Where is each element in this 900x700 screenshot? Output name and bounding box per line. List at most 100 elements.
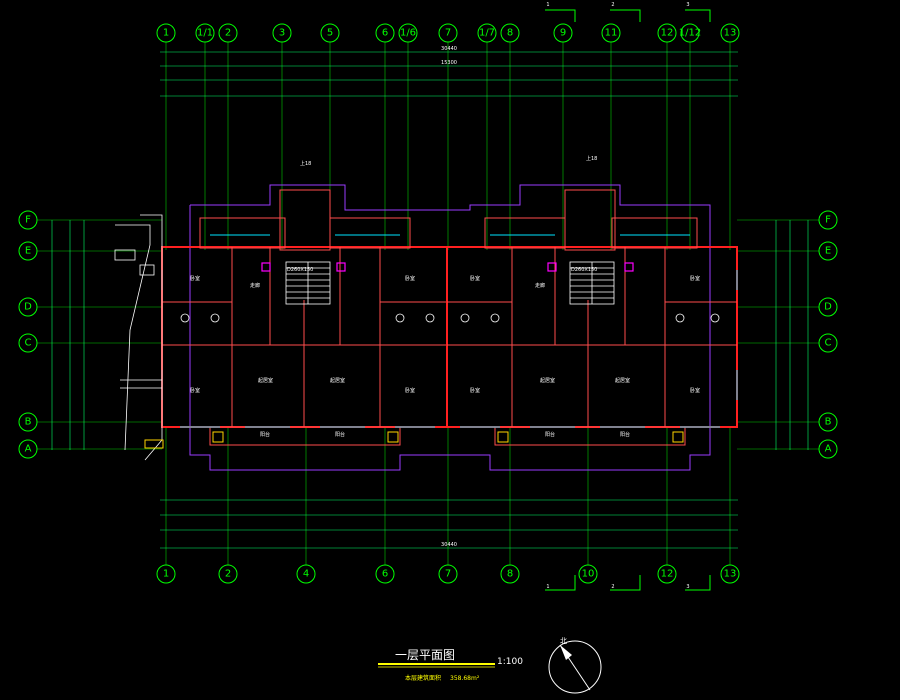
- svg-text:1/12: 1/12: [679, 28, 701, 39]
- stair-left-size: D260X150: [287, 267, 313, 273]
- axis-bubble-top: 1/6: [398, 23, 418, 43]
- svg-text:1: 1: [163, 28, 169, 39]
- axis-bubble-bottom: 1: [156, 564, 176, 584]
- room-label: 走廊: [535, 282, 545, 289]
- axis-bubble-left: E: [18, 241, 38, 261]
- svg-text:1/6: 1/6: [400, 28, 416, 39]
- svg-text:1: 1: [163, 569, 169, 580]
- drawing-title: 一层平面图: [395, 648, 455, 662]
- horizontal-grid-lines: [37, 219, 819, 450]
- bottom-dimensions: 30440: [160, 499, 738, 549]
- stair-right-label: 上18: [586, 155, 597, 162]
- svg-text:E: E: [825, 246, 831, 257]
- axis-bubble-bottom: 10: [578, 564, 598, 584]
- svg-text:2: 2: [225, 569, 231, 580]
- section-mark-3: 3: [686, 2, 689, 8]
- axis-bubble-right: B: [818, 412, 838, 432]
- axis-bubble-top: 2: [218, 23, 238, 43]
- axis-bubble-right: C: [818, 333, 838, 353]
- axis-bubble-left: C: [18, 333, 38, 353]
- outer-boundary: [189, 184, 711, 471]
- walls-right-building: [446, 189, 738, 446]
- svg-text:3: 3: [279, 28, 285, 39]
- axis-bubble-bottom: 2: [218, 564, 238, 584]
- drawing-title-block: 一层平面图 1:100 本层建筑面积 358.68m²: [378, 648, 523, 682]
- section-mark-1-bottom: 1: [546, 584, 549, 590]
- room-label: 卧室: [405, 275, 415, 282]
- axis-bubble-top: 5: [320, 23, 340, 43]
- room-label: 起居室: [330, 377, 345, 384]
- top-dimensions: 30440 15300: [160, 46, 738, 97]
- fixtures: [180, 262, 720, 443]
- room-label: 卧室: [190, 275, 200, 282]
- svg-text:F: F: [825, 215, 831, 226]
- axis-bubble-left: F: [18, 210, 38, 230]
- top-mid-dim: 15300: [441, 60, 457, 66]
- svg-text:D: D: [824, 302, 832, 313]
- room-label: 阳台: [620, 431, 630, 438]
- room-label: 卧室: [470, 275, 480, 282]
- axis-bubble-top: 1/1: [195, 23, 215, 43]
- axis-bubble-bottom: 13: [720, 564, 740, 584]
- axis-bubble-left: D: [18, 297, 38, 317]
- svg-text:11: 11: [605, 28, 618, 39]
- svg-text:C: C: [25, 338, 32, 349]
- svg-text:5: 5: [327, 28, 333, 39]
- svg-text:12: 12: [661, 569, 674, 580]
- axis-bubble-top: 1: [156, 23, 176, 43]
- axis-bubble-top: 1/12: [679, 23, 701, 43]
- axis-bubble-right: E: [818, 241, 838, 261]
- svg-text:8: 8: [507, 569, 513, 580]
- axis-bubble-right: F: [818, 210, 838, 230]
- section-mark-1: 1: [546, 2, 549, 8]
- stair-right-size: D260X150: [571, 267, 597, 273]
- room-label: 卧室: [690, 275, 700, 282]
- room-label: 卧室: [405, 387, 415, 394]
- svg-text:4: 4: [303, 569, 309, 580]
- room-label: 卧室: [690, 387, 700, 394]
- room-label: 起居室: [540, 377, 555, 384]
- axis-bubble-bottom: 12: [657, 564, 677, 584]
- axis-bubble-right: A: [818, 439, 838, 459]
- axis-bubble-bottom: 7: [438, 564, 458, 584]
- axis-bubble-top: 13: [720, 23, 740, 43]
- svg-text:2: 2: [225, 28, 231, 39]
- svg-text:A: A: [825, 444, 832, 455]
- svg-text:6: 6: [382, 28, 388, 39]
- room-label: 走廊: [250, 282, 260, 289]
- svg-text:8: 8: [507, 28, 513, 39]
- room-labels: 卧室 卧室 起居室 起居室 卧室 卧室 卧室 卧室 起居室 起居室 卧室 卧室 …: [190, 275, 700, 438]
- svg-text:A: A: [25, 444, 32, 455]
- axis-bubble-top: 12: [657, 23, 677, 43]
- svg-text:13: 13: [724, 28, 737, 39]
- drawing-scale: 1:100: [497, 657, 523, 667]
- axis-bubble-bottom: 6: [375, 564, 395, 584]
- svg-text:6: 6: [382, 569, 388, 580]
- section-mark-2-bottom: 2: [611, 584, 614, 590]
- axis-bubble-top: 1/7: [477, 23, 497, 43]
- north-label: 北: [560, 637, 567, 645]
- windows: [161, 234, 738, 428]
- entry-ramp: [114, 214, 164, 461]
- axis-bubble-top: 9: [553, 23, 573, 43]
- area-value: 358.68m²: [450, 675, 480, 682]
- area-label: 本层建筑面积: [405, 674, 441, 682]
- bottom-overall-dim: 30440: [441, 542, 457, 548]
- svg-text:1/7: 1/7: [479, 28, 495, 39]
- axis-bubble-bottom: 4: [296, 564, 316, 584]
- room-label: 起居室: [615, 377, 630, 384]
- room-label: 阳台: [545, 431, 555, 438]
- section-mark-2: 2: [611, 2, 614, 8]
- svg-text:C: C: [825, 338, 832, 349]
- section-mark-3-bottom: 3: [686, 584, 689, 590]
- svg-text:13: 13: [724, 569, 737, 580]
- axis-bubble-left: B: [18, 412, 38, 432]
- svg-text:B: B: [25, 417, 32, 428]
- axis-bubble-top: 3: [272, 23, 292, 43]
- room-label: 起居室: [258, 377, 273, 384]
- svg-text:B: B: [825, 417, 832, 428]
- section-marks: 1 2 3 1 2 3: [545, 2, 711, 591]
- svg-text:9: 9: [560, 28, 566, 39]
- svg-text:7: 7: [445, 28, 451, 39]
